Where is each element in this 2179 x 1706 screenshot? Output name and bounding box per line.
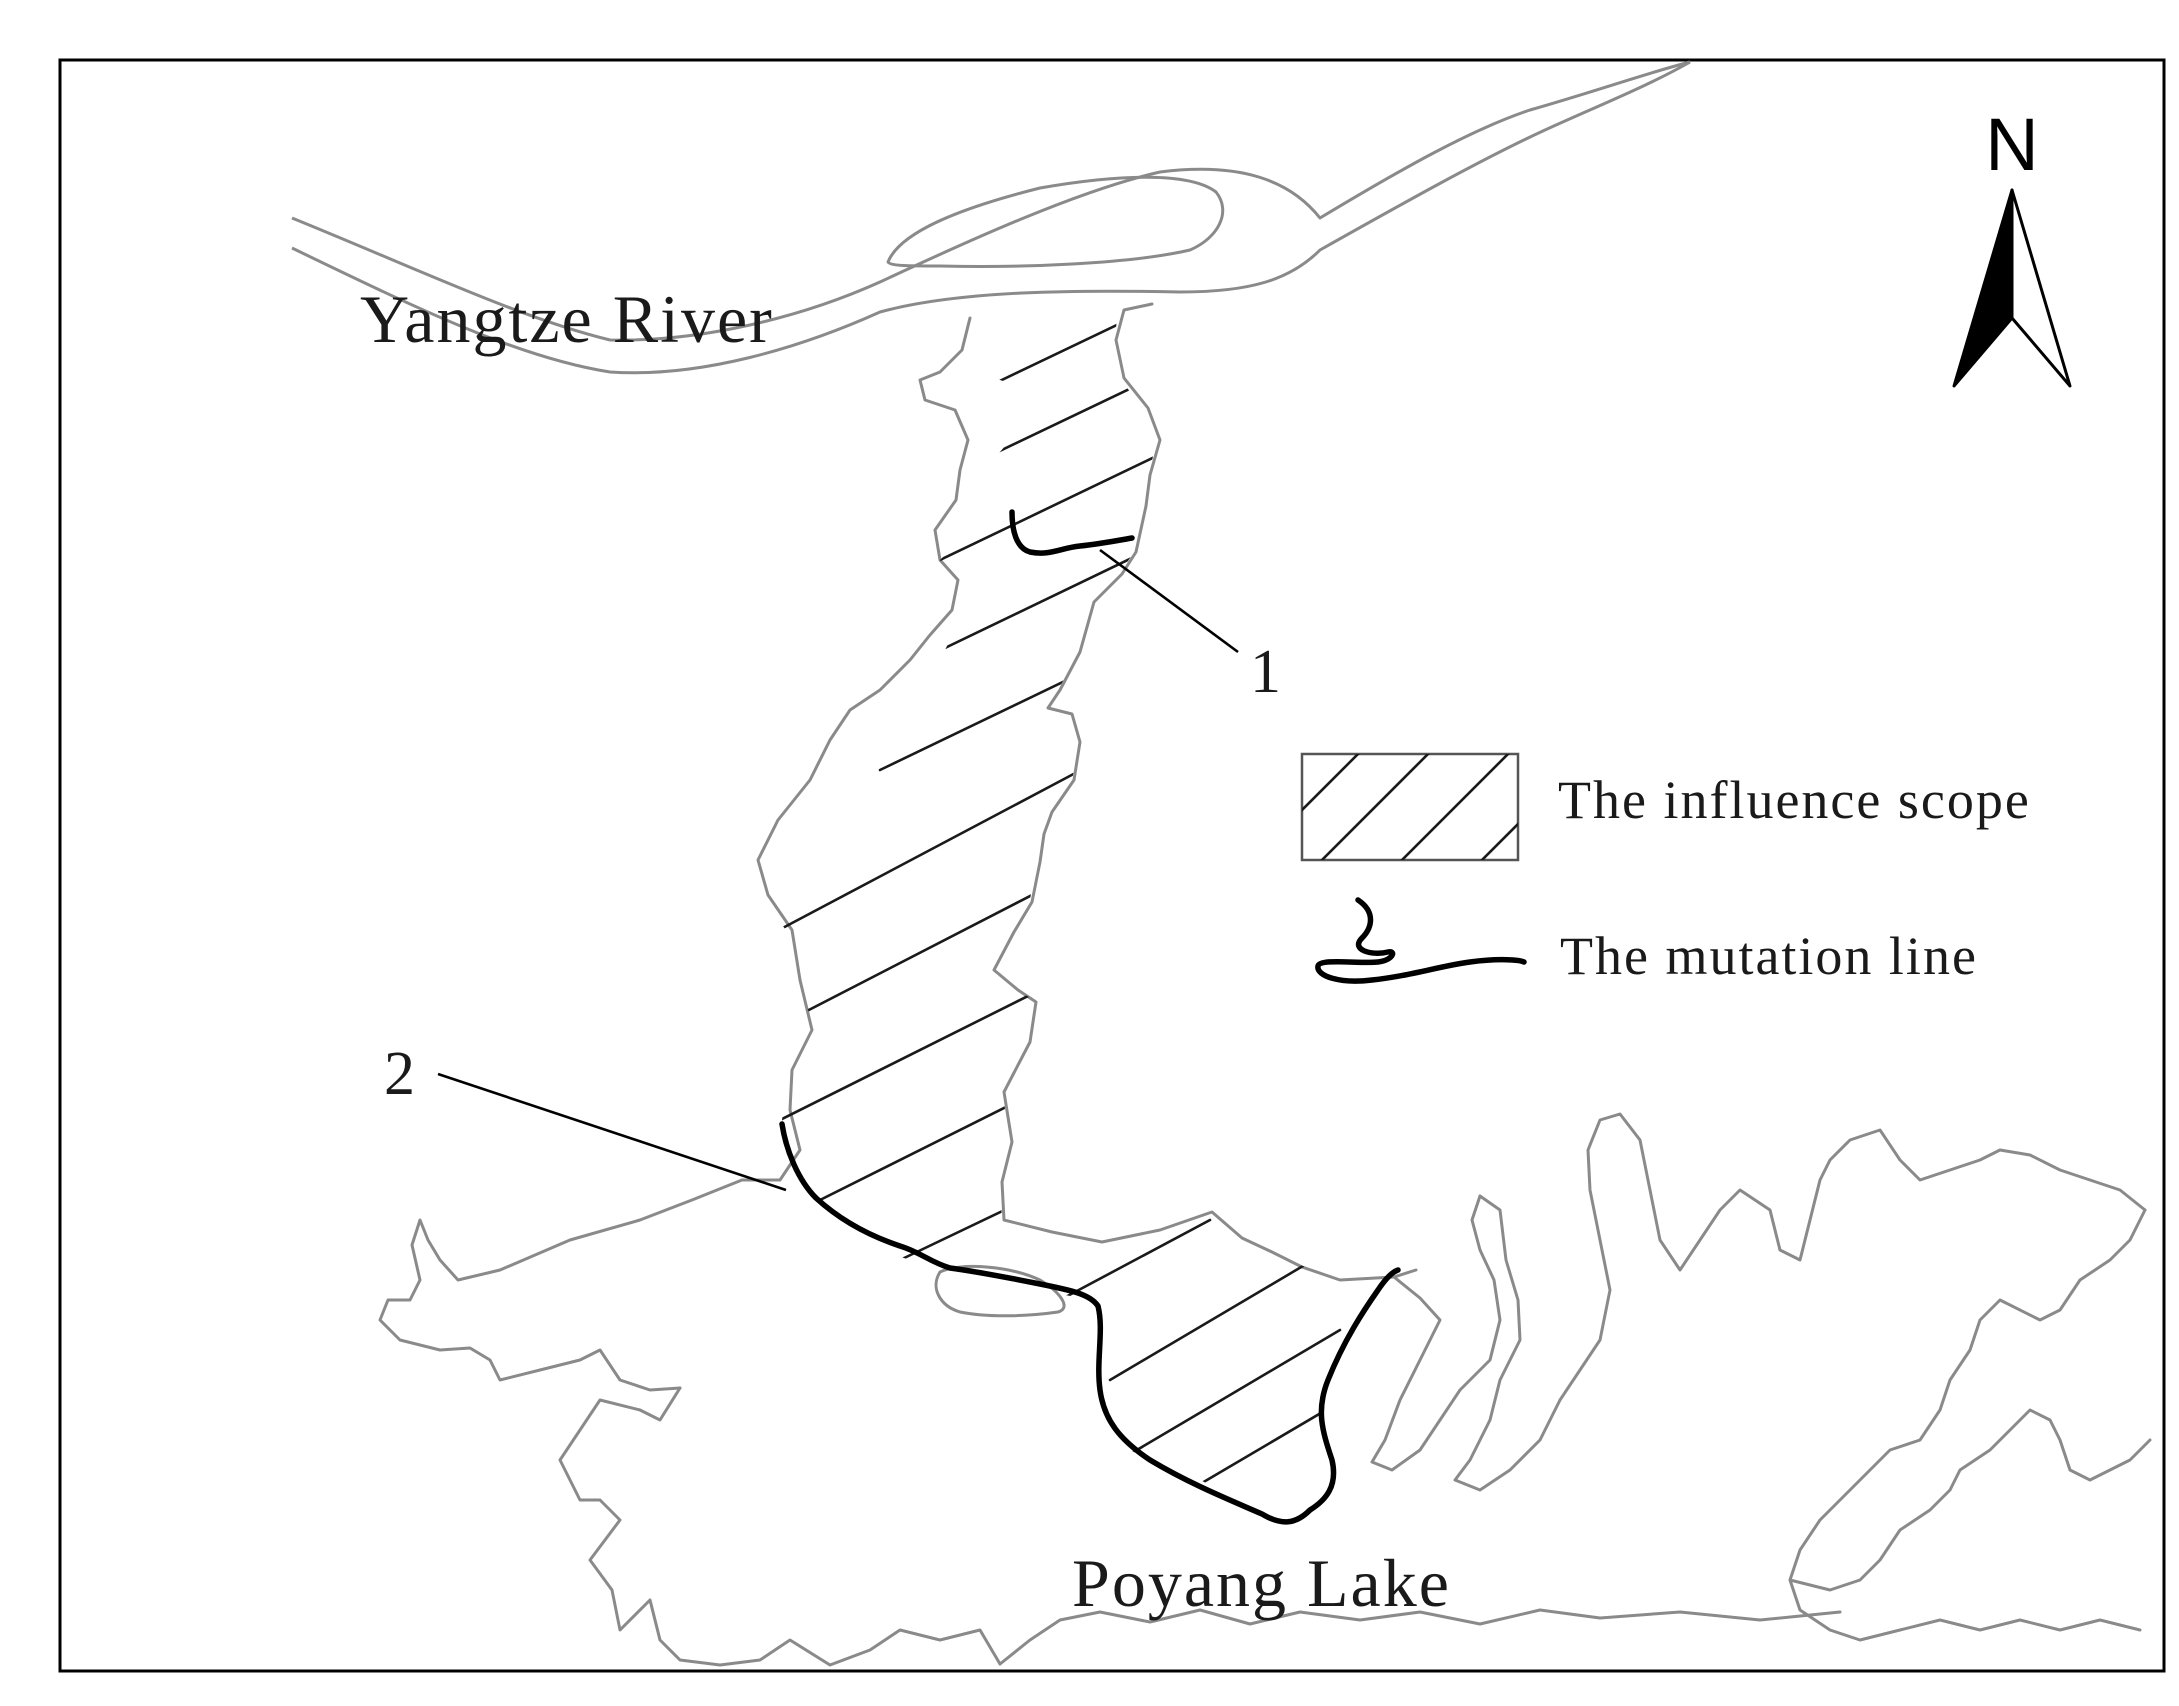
river-island [886, 175, 1225, 268]
east-shoreline [1370, 1112, 2152, 1642]
hatch-line [938, 438, 1192, 562]
hatch-line [1058, 1218, 1212, 1302]
yangtze-river-label: Yangtze River [360, 281, 774, 357]
channel-east-bank [992, 302, 1418, 1282]
marker-2-label: 2 [384, 1040, 415, 1108]
channel-west-bank [378, 316, 972, 1392]
lake-south-shore [998, 1608, 1842, 1666]
north-arrow: N [1952, 103, 2072, 388]
north-arrow-right-half [2010, 188, 2072, 388]
marker-1-label: 1 [1250, 638, 1281, 706]
lake-island [934, 1264, 1066, 1318]
hatch-line [1118, 1328, 1342, 1462]
hatch-line [760, 758, 1102, 942]
mutation-line-1 [1009, 509, 1135, 556]
legend: The influence scope The mutation line [1300, 752, 2031, 986]
mutation-line-2 [779, 1121, 1401, 1525]
legend-influence-scope-label: The influence scope [1558, 770, 2031, 830]
marker-1-leader [1099, 548, 1239, 654]
east-shore-bay [1788, 1578, 2142, 1642]
poyang-lake-label: Poyang Lake [1072, 1545, 1451, 1621]
hatch-line [1108, 1248, 1332, 1382]
east-shore-inlet-2 [1453, 1112, 2147, 1492]
channel-shoreline [378, 302, 1418, 1392]
river-bank-north [291, 60, 1691, 342]
legend-influence-scope-swatch [1300, 752, 1520, 862]
poyang-lake-shoreline [558, 1264, 1842, 1667]
legend-mutation-line-label: The mutation line [1560, 926, 1978, 986]
legend-mutation-line-swatch [1315, 897, 1527, 984]
lake-west-shore [558, 1386, 1002, 1667]
river-bank-south [291, 60, 1691, 375]
north-letter: N [1985, 103, 2038, 186]
marker-2-leader [437, 1072, 787, 1192]
yangtze-river-channel [291, 60, 1691, 375]
east-shore-inlet-1 [1370, 1194, 1502, 1472]
